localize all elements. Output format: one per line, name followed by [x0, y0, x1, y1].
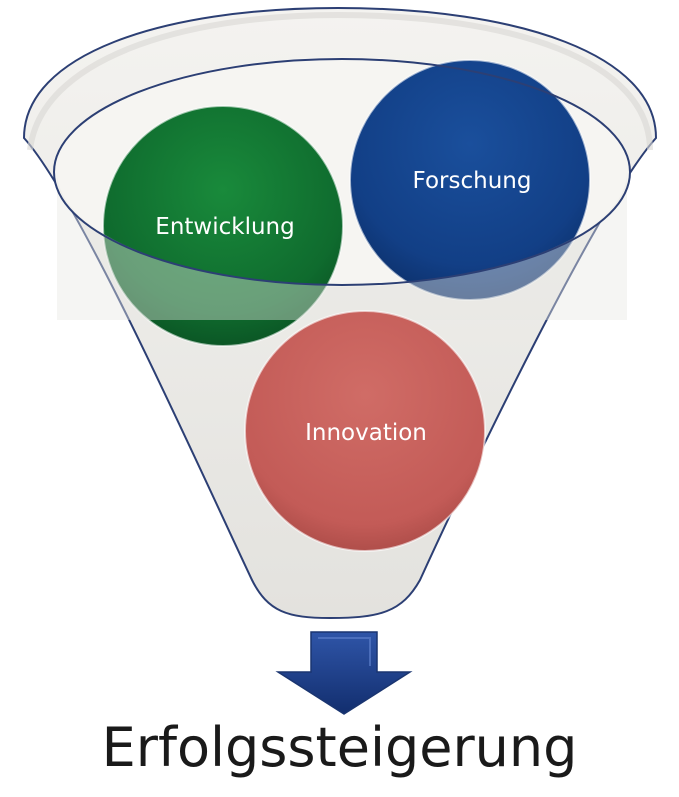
circle-innovation-label: Innovation: [305, 420, 427, 446]
circle-entwicklung: Entwicklung: [102, 105, 344, 347]
circle-forschung-label: Forschung: [413, 168, 532, 194]
result-label: Erfolgssteigerung: [101, 716, 578, 779]
funnel-front-overlay: [57, 172, 627, 320]
circle-forschung-shape: [349, 59, 591, 301]
funnel-opening-rim: [53, 58, 631, 286]
circle-innovation-shape: [244, 310, 486, 552]
arrow-down-icon: [275, 631, 413, 715]
circle-innovation: Innovation: [244, 310, 486, 552]
funnel-rim-shadow: [27, 11, 653, 151]
circle-forschung: Forschung: [349, 59, 591, 301]
circle-entwicklung-label: Entwicklung: [155, 214, 294, 240]
circle-entwicklung-shape: [102, 105, 344, 347]
